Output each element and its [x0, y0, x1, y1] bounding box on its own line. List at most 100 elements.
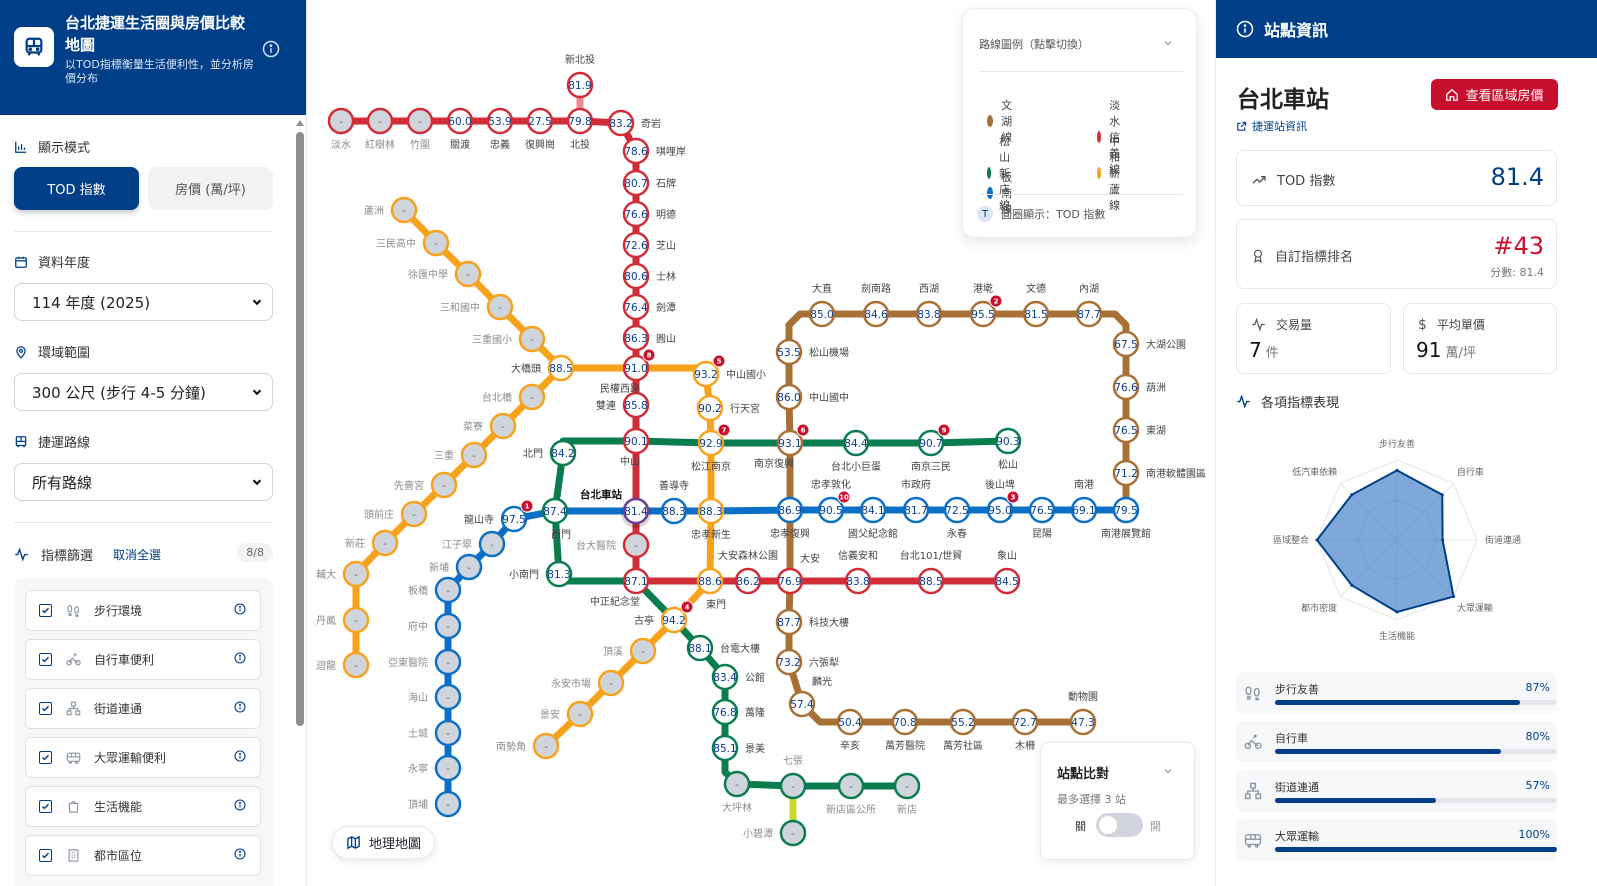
station-circle[interactable] [342, 651, 370, 679]
legend-item-brown[interactable]: 文湖線 [987, 97, 1018, 145]
scroll-up-arrow[interactable] [296, 120, 304, 126]
checkbox-checked[interactable] [39, 653, 52, 666]
station-circle[interactable] [1112, 459, 1140, 487]
station-circle[interactable] [622, 531, 650, 559]
station-circle[interactable] [566, 107, 594, 135]
station-circle[interactable] [779, 772, 807, 800]
station-node[interactable]: - [837, 772, 865, 800]
station-circle[interactable] [622, 137, 650, 165]
station-circle[interactable] [686, 634, 714, 662]
station-node[interactable]: 88.5 [547, 354, 575, 382]
station-circle[interactable] [711, 698, 739, 726]
legend-item-red[interactable]: 淡水信義線 [1097, 97, 1128, 177]
station-circle[interactable] [862, 300, 890, 328]
filter-item[interactable]: 步行環境 [25, 590, 261, 631]
station-node[interactable]: 86.9 [776, 496, 804, 524]
station-circle[interactable] [486, 293, 514, 321]
station-circle[interactable] [500, 505, 528, 533]
station-circle[interactable] [842, 429, 870, 457]
station-node[interactable]: 73.2 [775, 648, 803, 676]
station-node[interactable]: 90.2 [696, 394, 724, 422]
station-node[interactable]: - [518, 325, 546, 353]
checkbox-checked[interactable] [39, 751, 52, 764]
station-node[interactable]: - [342, 651, 370, 679]
station-circle[interactable] [622, 293, 650, 321]
station-node[interactable]: 81.3 [545, 560, 573, 588]
sidebar-scrollbar[interactable] [296, 132, 304, 726]
station-circle[interactable] [366, 107, 394, 135]
station-circle[interactable] [400, 500, 428, 528]
station-circle[interactable] [566, 700, 594, 728]
station-node[interactable]: 87.4 [541, 497, 569, 525]
station-circle[interactable] [994, 427, 1022, 455]
legend-item-blue[interactable]: 板南線 [987, 169, 1018, 217]
station-node[interactable]: 83.8 [915, 300, 943, 328]
station-circle[interactable] [696, 394, 724, 422]
station-node[interactable]: 76.8 [711, 698, 739, 726]
station-circle[interactable] [622, 427, 650, 455]
station-node[interactable]: - [622, 531, 650, 559]
station-node[interactable]: 76.4 [622, 293, 650, 321]
station-circle[interactable] [859, 496, 887, 524]
station-node[interactable]: - [366, 107, 394, 135]
station-node[interactable]: 76.5 [1028, 496, 1056, 524]
station-node[interactable]: 57.4 [788, 690, 816, 718]
station-circle[interactable] [1112, 373, 1140, 401]
station-node[interactable]: - [434, 648, 462, 676]
station-node[interactable]: 53.9 [486, 107, 514, 135]
metro-line-path[interactable] [352, 364, 565, 669]
station-node[interactable]: - [400, 500, 428, 528]
station-circle[interactable] [902, 496, 930, 524]
station-node[interactable]: 84.6 [862, 300, 890, 328]
station-node[interactable]: 76.6 [622, 200, 650, 228]
station-node[interactable]: - [532, 732, 560, 760]
station-circle[interactable] [597, 669, 625, 697]
station-node[interactable]: 84.4 [842, 429, 870, 457]
info-icon[interactable] [234, 799, 246, 814]
mode-tod-button[interactable]: TOD 指數 [14, 167, 139, 210]
station-circle[interactable] [434, 790, 462, 818]
station-node[interactable]: 79.8 [566, 107, 594, 135]
station-node[interactable]: 27.5 [526, 107, 554, 135]
station-node[interactable]: - [486, 293, 514, 321]
station-node[interactable]: - [893, 772, 921, 800]
station-circle[interactable] [1069, 708, 1097, 736]
station-circle[interactable] [371, 529, 399, 557]
station-node[interactable]: 80.6 [622, 262, 650, 290]
station-node[interactable]: 81.5 [1022, 300, 1050, 328]
station-node[interactable]: - [434, 754, 462, 782]
station-node[interactable]: 76.9 [776, 567, 804, 595]
station-node[interactable]: 86.2 [734, 567, 762, 595]
station-circle[interactable] [622, 324, 650, 352]
line-select[interactable]: 所有路線 [14, 463, 273, 501]
station-node[interactable]: - [597, 669, 625, 697]
station-circle[interactable] [1112, 496, 1140, 524]
station-node[interactable]: - [779, 772, 807, 800]
station-node[interactable]: 85.1 [711, 734, 739, 762]
station-circle[interactable] [622, 200, 650, 228]
station-node[interactable]: 69.1 [1070, 496, 1098, 524]
station-circle[interactable] [622, 169, 650, 197]
filter-item[interactable]: 自行車便利 [25, 639, 261, 680]
station-circle[interactable] [660, 497, 688, 525]
station-circle[interactable] [422, 229, 450, 257]
station-node[interactable]: 71.2 [1112, 459, 1140, 487]
station-circle[interactable] [622, 497, 650, 525]
station-circle[interactable] [1022, 300, 1050, 328]
station-circle[interactable] [390, 196, 418, 224]
station-node[interactable]: 72.5 [943, 496, 971, 524]
station-circle[interactable] [434, 576, 462, 604]
station-circle[interactable] [711, 663, 739, 691]
station-circle[interactable] [775, 338, 803, 366]
station-node[interactable]: 88.1 [686, 634, 714, 662]
station-circle[interactable] [455, 553, 483, 581]
station-node[interactable]: 72.7 [1011, 708, 1039, 736]
station-node[interactable]: - [430, 471, 458, 499]
station-node[interactable]: - [434, 576, 462, 604]
station-circle[interactable] [943, 496, 971, 524]
station-node[interactable]: - [629, 637, 657, 665]
info-icon[interactable] [234, 848, 246, 863]
station-circle[interactable] [434, 648, 462, 676]
year-select[interactable]: 114 年度 (2025) [14, 283, 273, 321]
station-node[interactable]: - [371, 529, 399, 557]
